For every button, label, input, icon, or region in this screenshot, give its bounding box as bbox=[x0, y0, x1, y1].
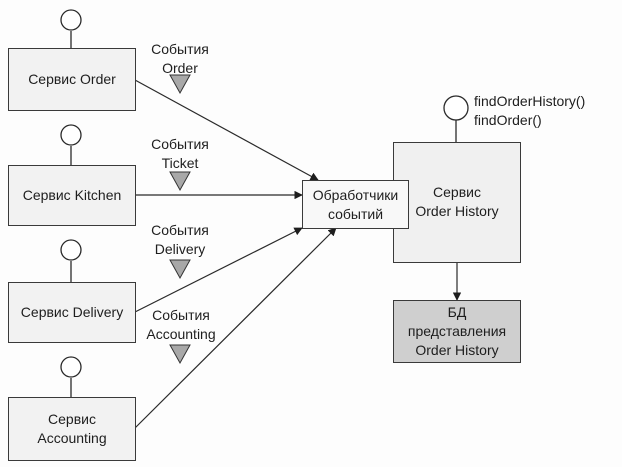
interface-delivery-icon bbox=[60, 239, 82, 282]
api-methods-label: findOrderHistory() findOrder() bbox=[474, 92, 585, 130]
event-channel-order-icon bbox=[169, 74, 191, 95]
service-kitchen-box[interactable]: Сервис Kitchen bbox=[8, 165, 136, 226]
interface-accounting-icon bbox=[60, 356, 82, 397]
interface-order-icon bbox=[60, 9, 82, 48]
event-handlers-label-line2: событий bbox=[327, 205, 384, 222]
event-channel-delivery-icon bbox=[169, 259, 191, 280]
event-ticket-line2: Ticket bbox=[161, 155, 199, 171]
arrow-order-events bbox=[134, 79, 319, 181]
event-order-line1: События bbox=[151, 41, 209, 57]
event-accounting-label: События Accounting bbox=[140, 306, 222, 344]
service-delivery-box[interactable]: Сервис Delivery bbox=[8, 282, 136, 343]
event-delivery-label: События Delivery bbox=[142, 221, 218, 259]
event-channel-ticket-icon bbox=[169, 171, 191, 192]
service-order-box[interactable]: Сервис Order bbox=[8, 48, 136, 111]
event-order-line2: Order bbox=[162, 60, 198, 76]
service-delivery-label: Сервис Delivery bbox=[20, 304, 124, 320]
db-label-line2: представления bbox=[407, 323, 507, 339]
arrow-accounting-events bbox=[134, 227, 337, 429]
event-ticket-line1: События bbox=[151, 136, 209, 152]
order-history-db-box[interactable]: БД представления Order History bbox=[393, 300, 521, 363]
interface-kitchen-icon bbox=[60, 124, 82, 165]
event-handlers-box[interactable]: Обработчики событий bbox=[302, 180, 409, 229]
event-delivery-line2: Delivery bbox=[154, 241, 206, 257]
api-method-find-order-history: findOrderHistory() bbox=[474, 93, 586, 109]
arrow-delivery-events bbox=[134, 227, 303, 313]
service-kitchen-label: Сервис Kitchen bbox=[22, 187, 122, 203]
event-accounting-line2: Accounting bbox=[146, 326, 216, 342]
service-accounting-box[interactable]: Сервис Accounting bbox=[8, 397, 136, 461]
interface-order-history-icon bbox=[443, 95, 469, 142]
service-accounting-label-line2: Accounting bbox=[37, 430, 107, 446]
event-channel-accounting-icon bbox=[169, 344, 191, 365]
event-accounting-line1: События bbox=[152, 307, 210, 323]
order-history-label-line2: Order History bbox=[415, 203, 499, 219]
service-order-label: Сервис Order bbox=[28, 71, 116, 87]
order-history-label-line1: Сервис bbox=[433, 184, 481, 200]
db-label-line3: Order History bbox=[415, 342, 499, 358]
event-order-label: События Order bbox=[142, 40, 218, 78]
db-label-line1: БД bbox=[447, 304, 467, 320]
event-ticket-label: События Ticket bbox=[142, 135, 218, 173]
api-method-find-order: findOrder() bbox=[474, 112, 542, 128]
order-history-service-box[interactable]: Сервис Order History bbox=[393, 142, 521, 263]
event-delivery-line1: События bbox=[151, 222, 209, 238]
service-accounting-label-line1: Сервис bbox=[48, 411, 96, 427]
event-handlers-label-line1: Обработчики bbox=[312, 186, 399, 203]
